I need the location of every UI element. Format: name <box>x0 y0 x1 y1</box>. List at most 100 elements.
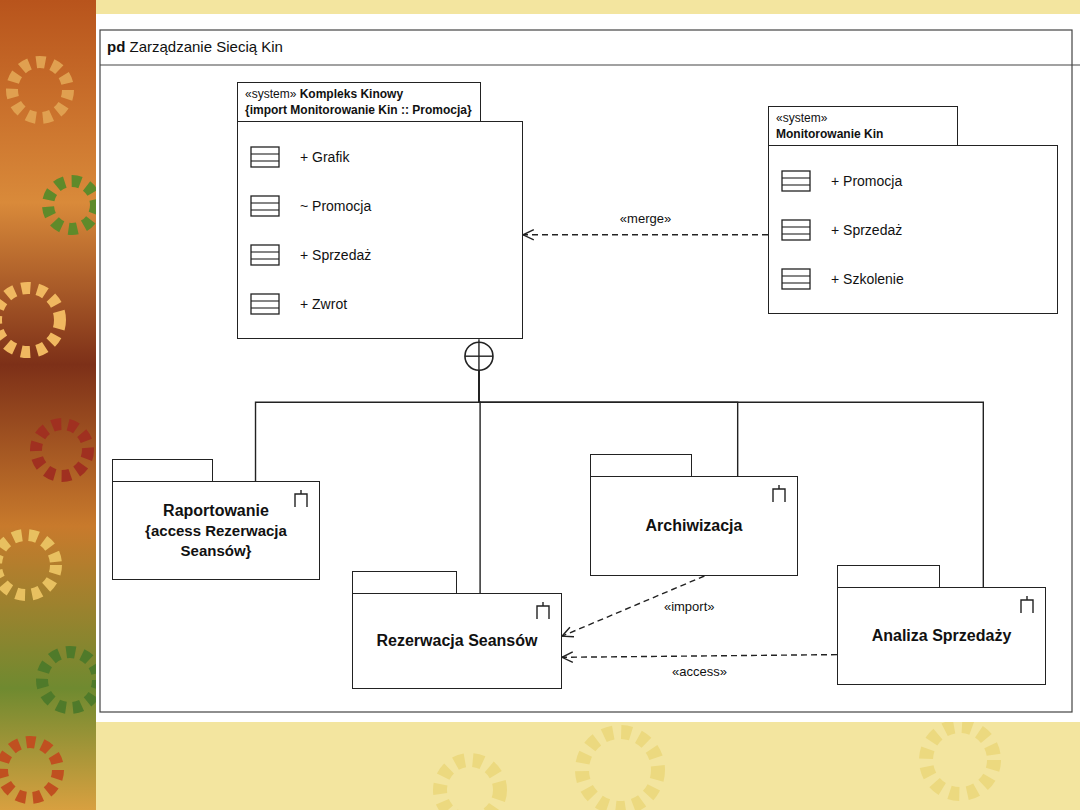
subsystem-icon-path <box>537 602 549 619</box>
dependency-arrow <box>523 230 768 240</box>
subsystem-icon <box>771 484 787 502</box>
class-icon-line <box>251 300 279 301</box>
diagram-panel <box>96 14 1080 722</box>
package-tab: «system» Kompleks Kinowy{import Monitoro… <box>237 82 481 121</box>
element-name: + Szkolenie <box>831 271 904 287</box>
class-icon <box>781 219 811 241</box>
class-icon-box <box>251 245 279 265</box>
class-icon-line <box>251 251 279 252</box>
subsystem-icon <box>293 489 309 507</box>
class-icon-line <box>782 226 810 227</box>
subsystem-icon <box>1019 595 1035 613</box>
element-row: + Zwrot <box>238 279 508 328</box>
class-icon-line <box>782 233 810 234</box>
edge-label: «merge» <box>617 210 674 225</box>
name-part: Monitorowanie Kin <box>776 127 949 143</box>
package-tab <box>112 459 213 481</box>
package-name: Rezerwacja Seansów <box>377 631 538 652</box>
element-name: + Sprzedaż <box>300 247 371 263</box>
package-name: Analiza Sprzedaży <box>872 626 1012 647</box>
edge-label: «import» <box>661 599 718 614</box>
class-icon-line <box>251 153 279 154</box>
class-icon-box <box>251 196 279 216</box>
name-part: Kompleks Kinowy <box>300 87 403 101</box>
package-tab-row <box>352 571 562 593</box>
dependency-arrow <box>562 652 837 662</box>
element-name: + Sprzedaż <box>831 222 902 238</box>
element-row: + Sprzedaż <box>238 230 508 279</box>
package-tab-row <box>112 459 320 481</box>
class-icon-line <box>782 275 810 276</box>
class-icon-box <box>782 269 810 289</box>
frame-title-tab <box>100 30 1080 65</box>
faint-gears <box>440 726 994 810</box>
package-name: «system» Kompleks Kinowy <box>245 87 472 103</box>
class-icon-line <box>782 282 810 283</box>
class-icon-box <box>251 147 279 167</box>
subsystem-icon-path <box>1021 596 1033 613</box>
package-tab: «system» Monitorowanie Kin <box>768 106 958 145</box>
title-keyword: pd <box>107 38 125 55</box>
containment-line <box>479 370 983 587</box>
element-name: + Zwrot <box>300 296 347 312</box>
element-row: + Promocja <box>769 156 1043 205</box>
package-body: + Promocja + Sprzedaż + Szkolenie <box>768 145 1058 314</box>
package-name: Archiwizacja <box>646 516 743 537</box>
element-row: + Szkolenie <box>769 254 1043 303</box>
package-tab-row <box>590 454 798 476</box>
strip-gears <box>0 62 98 798</box>
element-name: + Grafik <box>300 149 349 165</box>
class-icon-box <box>782 171 810 191</box>
element-row: ~ Promocja <box>238 181 508 230</box>
element-row: + Sprzedaż <box>769 205 1043 254</box>
class-icon-line <box>251 202 279 203</box>
package-tab-row: «system» Monitorowanie Kin <box>768 106 1058 145</box>
class-icon <box>250 244 280 266</box>
containment-cross <box>478 342 479 370</box>
package-tab <box>352 571 457 593</box>
connector-line <box>256 370 479 481</box>
stereotype: «system» <box>776 111 827 125</box>
element-name: + Promocja <box>831 173 902 189</box>
package-body: Raportowanie{access Rezerwacja Seansów} <box>112 481 320 580</box>
arrow-head <box>562 652 573 662</box>
subsystem-icon-path <box>773 485 785 502</box>
package-name: Raportowanie <box>163 501 269 522</box>
subsystem-package: Rezerwacja Seansów <box>352 571 562 689</box>
class-icon-box <box>782 220 810 240</box>
connector-line <box>479 370 983 587</box>
connector-line <box>523 234 768 235</box>
containment-circle <box>465 342 493 370</box>
subsystem-icon-path <box>295 490 307 507</box>
name-part: Zarządzanie Siecią Kin <box>130 38 283 55</box>
package-name: «system» Monitorowanie Kin <box>776 111 949 142</box>
containment-line <box>479 370 480 593</box>
edge-label: «access» <box>669 663 730 678</box>
package-body: Analiza Sprzedaży <box>837 587 1046 685</box>
package-body: Rezerwacja Seansów <box>352 593 562 689</box>
system-package: «system» Kompleks Kinowy{import Monitoro… <box>237 82 523 339</box>
containment-line <box>479 370 738 476</box>
class-icon-line <box>251 258 279 259</box>
subsystem-package: Archiwizacja <box>590 454 798 576</box>
class-icon-line <box>782 177 810 178</box>
package-tab-row: «system» Kompleks Kinowy{import Monitoro… <box>237 82 523 121</box>
containment-line <box>256 370 479 481</box>
class-icon <box>250 293 280 315</box>
stereotype: «system» <box>245 87 296 101</box>
package-tab <box>590 454 692 476</box>
element-row: + Grafik <box>238 132 508 181</box>
arrow-head <box>523 230 534 240</box>
package-body: Archiwizacja <box>590 476 798 576</box>
left-decoration-strip <box>0 0 96 810</box>
package-tab-row <box>837 565 1046 587</box>
package-tab <box>837 565 940 587</box>
package-import: {import Monitorowanie Kin :: Promocja} <box>245 103 472 119</box>
diagram-frame <box>100 30 1072 712</box>
class-icon-line <box>782 184 810 185</box>
class-icon <box>250 146 280 168</box>
class-icon-box <box>251 294 279 314</box>
subsystem-package: Analiza Sprzedaży <box>837 565 1046 685</box>
